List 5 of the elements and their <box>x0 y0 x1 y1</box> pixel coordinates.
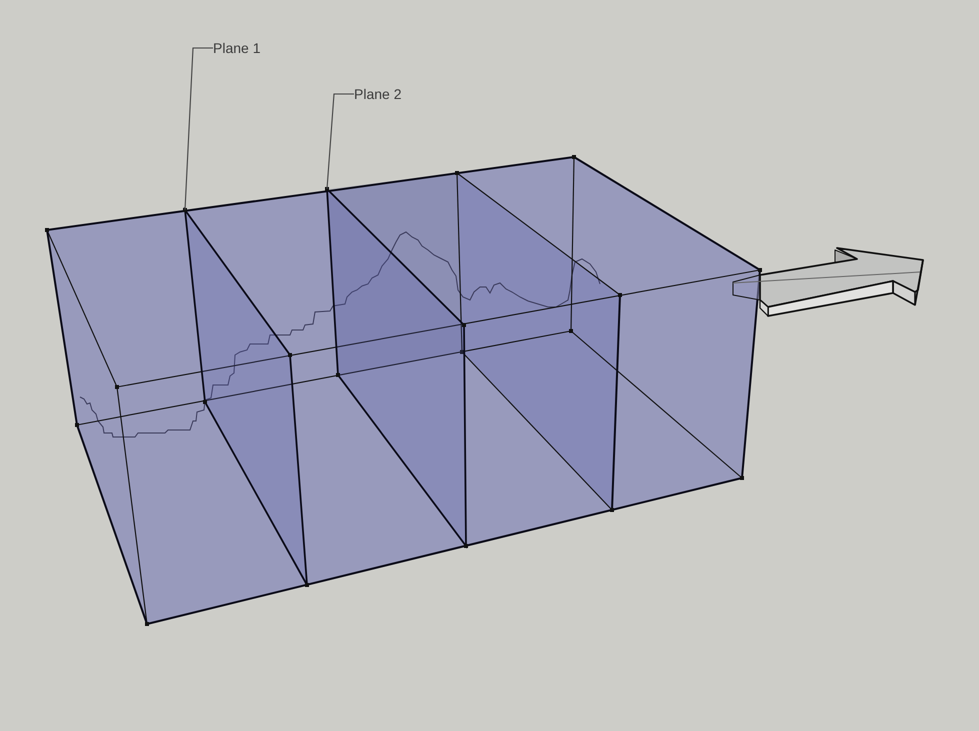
leader-line <box>326 93 354 190</box>
plane-label: Plane 2 <box>354 86 402 102</box>
leader-line <box>184 47 213 210</box>
divider-plane <box>184 206 308 586</box>
plane-label: Plane 1 <box>213 40 260 56</box>
